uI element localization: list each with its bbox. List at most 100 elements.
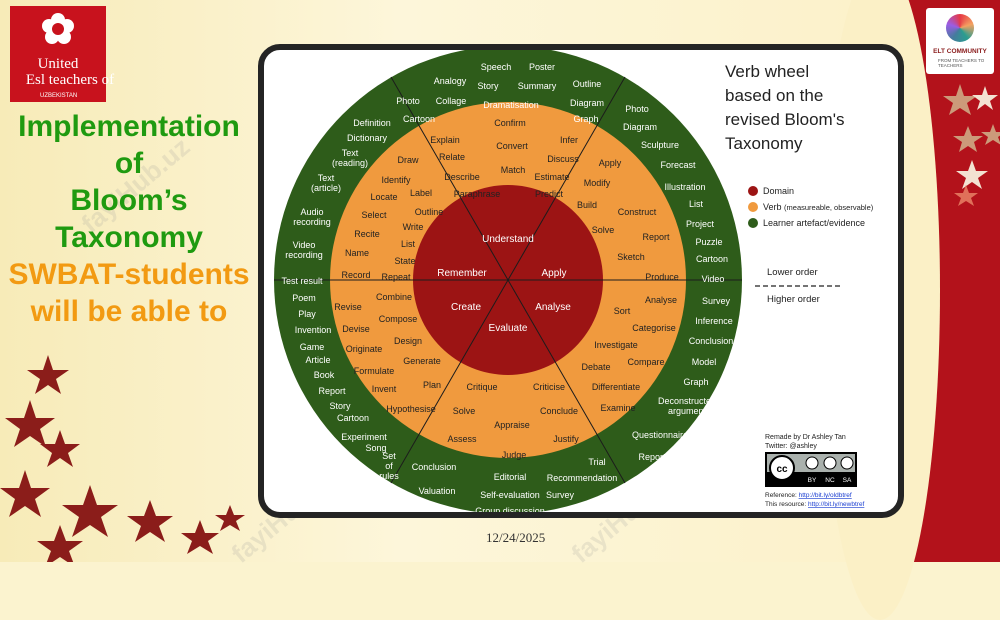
artefact-label: Group discussion [475,506,545,512]
verb-label: Devise [342,324,370,334]
artefact-label: Test result [281,276,323,286]
legend-label-verb: Verb (measureable, observable) [763,202,874,212]
verb-label: Discuss [547,154,579,164]
credit-line: Twitter: @ashley [765,443,817,450]
verb-label: Differentiate [592,382,640,392]
verb-label: Explain [430,135,460,145]
verb-label: Recite [354,229,380,239]
heading-line: of [114,147,144,180]
artefact-label: Experiment [341,432,387,442]
artefact-label: Article [305,355,330,365]
sector-dividers [274,76,742,484]
artefact-label: Forecast [660,160,696,170]
artefact-label: Dictionary [347,133,388,143]
wheel-title-line: Taxonomy [725,134,803,153]
artefact-label: Poster [529,62,555,72]
artefact-label: List [689,199,704,209]
heading-line: Bloom’s [70,184,188,217]
lower-order-label: Lower order [767,267,818,278]
verb-label: Compare [627,357,664,367]
domain-label: Remember [437,268,487,279]
verb-label: Modify [584,178,611,188]
slide-date: 12/24/2025 [486,530,546,545]
verb-label: Build [577,200,597,210]
verb-label: Repeat [381,272,411,282]
cc-license-badge: cc BY NC SA [765,452,857,487]
resource-link[interactable]: http://bit.ly/newbtref [808,501,865,508]
verb-label: Revise [334,302,362,312]
verb-label: Solve [592,225,615,235]
verb-label: Write [403,222,424,232]
verb-label: Sketch [617,252,645,262]
verb-label: Conclude [540,406,578,416]
heading-line: Implementation [18,110,240,143]
legend-swatch-artefact [748,218,758,228]
by-icon [805,456,819,470]
artefact-label: Cartoon [696,254,728,264]
artefact-label: Story [329,401,351,411]
artefact-label: Collage [436,96,467,106]
verb-label: Combine [376,292,412,302]
logo-right-title: ELT COMMUNITY [933,48,987,55]
artefact-label: Invention [295,325,332,335]
verb-label: Formulate [354,366,395,376]
verb-label: Examine [600,403,635,413]
verb-label: Debate [581,362,610,372]
verb-label: Originate [346,344,383,354]
artefact-label: Report [318,386,346,396]
artefact-label: Analogy [434,76,467,86]
artefact-label: Photo [625,104,649,114]
artefact-label: Model [692,357,717,367]
artefact-label: Song [365,443,386,453]
verb-label: List [401,239,416,249]
verb-label: Critique [466,382,497,392]
slide-heading: Implementation of Bloom’s Taxonomy SWBAT… [0,108,258,330]
artefact-label: Cartoon [337,413,369,423]
artefact-label: Graph [683,377,708,387]
artefact-label: Diagram [623,122,657,132]
artefact-label: Conclusion [412,462,457,472]
heading-line-orange: will be able to [30,295,228,328]
verb-label: Plan [423,380,441,390]
reference-line: Reference: http://bit.ly/oldbtref [765,492,852,499]
verb-label: Name [345,248,369,258]
artefact-label: Story [477,81,499,91]
verb-label: State [394,256,415,266]
artefact-label: Graph [573,114,598,124]
verb-label: Criticise [533,382,565,392]
logo-right-tagline: FROM TEACHERS TO TEACHERS [938,58,985,68]
heading-line: Taxonomy [55,221,203,254]
artefact-label: Game [300,342,325,352]
legend-swatch-verb [748,202,758,212]
verb-label: Match [501,165,526,175]
artefact-label: Sculpture [641,140,679,150]
artefact-label: Valuation [419,486,456,496]
verb-label: Investigate [594,340,638,350]
verb-label: Invent [372,384,397,394]
artefact-label: Text(reading) [332,148,368,168]
resource-line: This resource: http://bit.ly/newbtref [765,501,865,508]
verb-label: Relate [439,152,465,162]
svg-text:cc: cc [776,464,788,475]
wheel-title-line: based on the [725,86,823,105]
verb-label: Estimate [534,172,569,182]
artefact-label: Book [314,370,335,380]
elt-community-logo: ELT COMMUNITY FROM TEACHERS TO TEACHERS [926,8,994,74]
verb-label: Analyse [645,295,677,305]
artefact-label: Inference [695,316,733,326]
legend-label-domain: Domain [763,186,794,196]
reference-link[interactable]: http://bit.ly/oldbtref [799,492,852,499]
artefact-label: Speech [481,62,512,72]
united-esl-logo: United Esl teachers of UZBEKISTAN [10,6,114,102]
artefact-label: Illustration [664,182,705,192]
credit-line: Remade by Dr Ashley Tan [765,434,846,441]
verb-label: Confirm [494,118,526,128]
verb-label: Infer [560,135,578,145]
svg-text:BY: BY [808,477,817,484]
verb-label: Record [341,270,370,280]
